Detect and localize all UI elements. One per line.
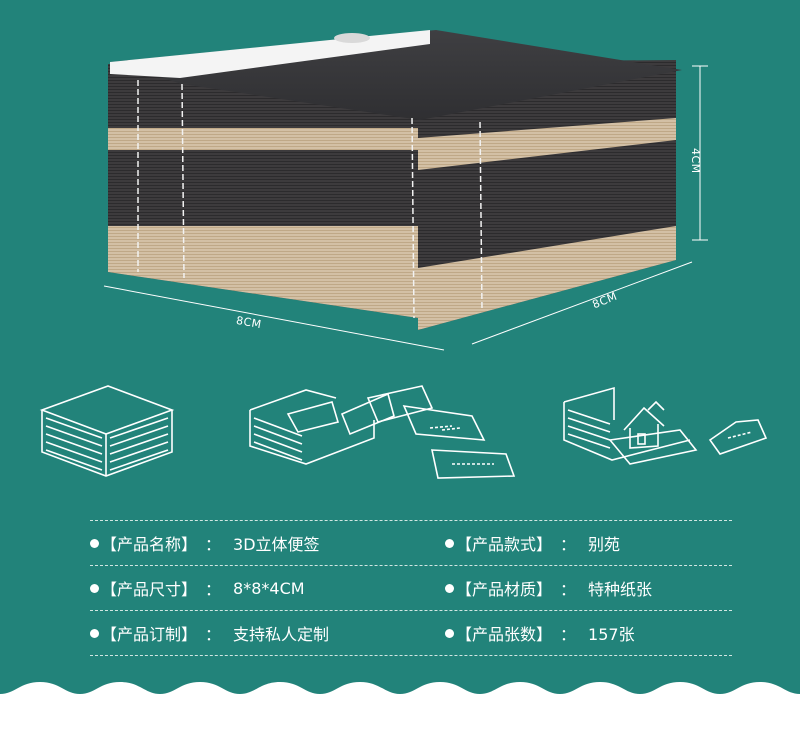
bullet-icon: [445, 538, 454, 548]
spec-product-name: 【产品名称】 ： 3D立体便签: [90, 531, 445, 555]
divider: [90, 610, 732, 611]
spec-product-material: 【产品材质】 ： 特种纸张: [445, 576, 732, 600]
divider: [90, 565, 732, 566]
bullet-icon: [90, 628, 99, 638]
tearing-pages-icon: [249, 385, 516, 479]
spec-row-custom-count: 【产品订制】 ： 支持私人定制 【产品张数】 ： 157张: [90, 611, 732, 655]
product-specs-table: 【产品名称】 ： 3D立体便签 【产品款式】 ： 别苑 【产品尺寸】 ： 8*8…: [90, 520, 732, 656]
spec-product-style: 【产品款式】 ： 别苑: [445, 531, 732, 555]
bullet-icon: [90, 538, 99, 548]
spec-row-name-style: 【产品名称】 ： 3D立体便签 【产品款式】 ： 别苑: [90, 521, 732, 565]
divider: [90, 655, 732, 656]
bullet-icon: [445, 583, 454, 593]
wave-border-decoration: [0, 682, 800, 731]
spec-row-size-material: 【产品尺寸】 ： 8*8*4CM 【产品材质】 ： 特种纸张: [90, 566, 732, 610]
divider: [90, 520, 732, 521]
paper-house-reveal-icon: [563, 386, 768, 465]
spec-product-sheet-count: 【产品张数】 ： 157张: [445, 621, 732, 645]
spec-product-customization: 【产品订制】 ： 支持私人定制: [90, 621, 445, 645]
height-dimension-label: 4CM: [689, 148, 702, 174]
spec-product-size: 【产品尺寸】 ： 8*8*4CM: [90, 576, 445, 600]
bullet-icon: [90, 583, 99, 593]
paper-stack-icon: [39, 385, 175, 477]
memo-pad-block-image: [103, 30, 708, 351]
bullet-icon: [445, 628, 454, 638]
